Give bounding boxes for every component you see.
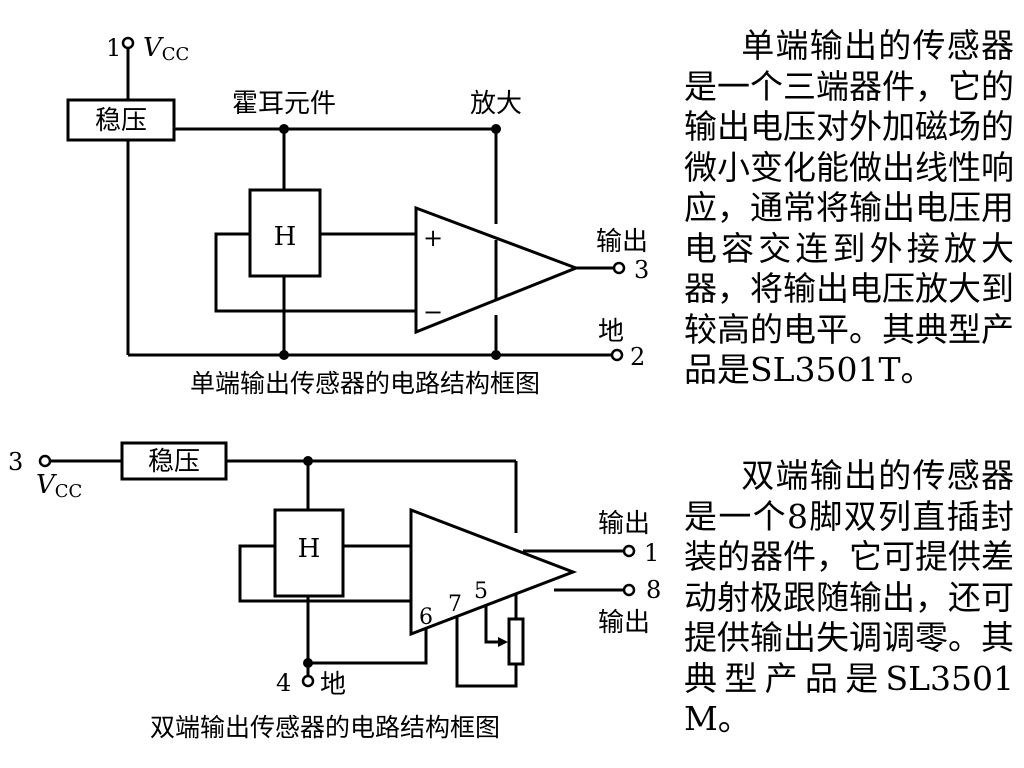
output1-label: 输出 [598, 509, 650, 539]
regulator-block-2 [120, 441, 228, 481]
junction-dots-1 [279, 124, 501, 360]
ground-label-1: 地 [598, 317, 624, 347]
vcc-pin-number-1: 1 [106, 34, 121, 62]
ground-pin-number-2: 4 [276, 669, 291, 697]
vcc-pin-number-2: 3 [8, 448, 23, 476]
hall-element-block-1 [248, 188, 322, 278]
hall-element-label: 霍耳元件 [232, 89, 336, 119]
single-ended-description: 单端输出的传感器是一个三端器件，它的输出电压对外加磁场的微小变化能做出线性响应，… [684, 26, 1014, 389]
hall-element-block-2 [273, 508, 345, 598]
trim-potentiometer [507, 617, 525, 666]
hall-box-label-2: H [298, 534, 321, 564]
pin7-number: 7 [448, 592, 462, 617]
regulator-block-1 [66, 98, 176, 142]
plus-input-1: + [423, 224, 443, 252]
output2-terminal [622, 583, 636, 597]
vcc-label-1: VCC [143, 33, 189, 65]
circuit-diagrams: 1 VCC 稳压 霍耳元件 放大 H + − 输出 3 地 2 单端输出传感器的… [8, 33, 661, 742]
output2-pin-number: 8 [646, 576, 661, 604]
diagram-caption-2: 双端输出传感器的电路结构框图 [150, 713, 500, 742]
vcc-terminal-1 [121, 36, 135, 50]
output2-label: 输出 [598, 608, 650, 638]
vcc-terminal-2 [38, 454, 52, 468]
hall-box-label-1: H [274, 222, 297, 252]
output-terminal-1 [612, 261, 626, 275]
output1-terminal [622, 544, 636, 558]
output-pin-number-1: 3 [634, 256, 649, 284]
minus-input-1: − [423, 298, 443, 326]
pin6-number: 6 [419, 605, 433, 630]
output-label-1: 输出 [596, 227, 648, 257]
junction-dots-2 [303, 456, 313, 668]
amplifier-triangle-2 [409, 507, 578, 637]
diagram-caption-1: 单端输出传感器的电路结构框图 [190, 369, 540, 398]
ground-terminal-2 [301, 674, 315, 688]
double-ended-description: 双端输出的传感器是一个8脚双列直插封装的器件，它可提供差动射极跟随输出，还可提供… [684, 456, 1014, 738]
amplifier-label: 放大 [470, 89, 522, 119]
ground-pin-number-1: 2 [630, 343, 645, 371]
ground-terminal-1 [610, 348, 624, 362]
ground-label-2: 地 [320, 670, 346, 700]
regulator-label-2: 稳压 [148, 447, 200, 477]
vcc-label-2: VCC [36, 470, 82, 502]
regulator-label-1: 稳压 [95, 106, 147, 136]
output1-pin-number: 1 [644, 539, 659, 567]
pin5-number: 5 [474, 579, 488, 604]
